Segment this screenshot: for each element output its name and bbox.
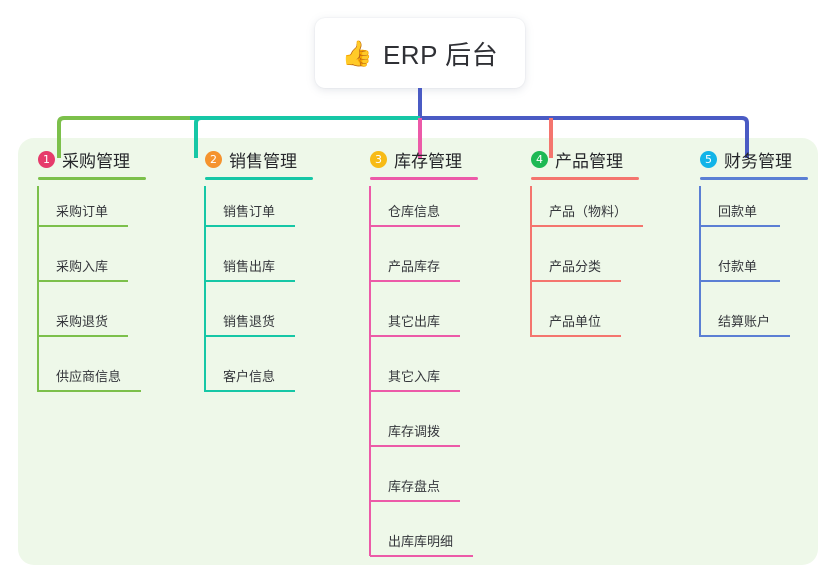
leaf-rule bbox=[370, 445, 460, 447]
thumbs-up-icon: 👍 bbox=[341, 38, 373, 68]
leaf-item[interactable]: 客户信息 bbox=[205, 366, 295, 392]
badge-number-1: 1 bbox=[38, 150, 55, 168]
leaf-label: 其它出库 bbox=[388, 314, 441, 329]
leaf-item[interactable]: 供应商信息 bbox=[38, 366, 141, 392]
branch-header-3[interactable]: 3 库存管理 bbox=[370, 146, 478, 172]
leaf-item[interactable]: 销售退货 bbox=[205, 311, 295, 337]
leaf-label: 产品单位 bbox=[549, 314, 602, 329]
leaf-rule bbox=[700, 225, 780, 227]
leaf-label: 销售出库 bbox=[223, 259, 276, 274]
leaf-rule bbox=[370, 500, 460, 502]
branch-header-4[interactable]: 4 产品管理 bbox=[531, 146, 639, 172]
branch-header-5[interactable]: 5 财务管理 bbox=[700, 146, 808, 172]
leaf-rule bbox=[38, 280, 128, 282]
leaf-rule bbox=[38, 225, 128, 227]
leaf-rule bbox=[205, 225, 295, 227]
leaf-item[interactable]: 回款单 bbox=[700, 201, 780, 227]
leaf-label: 其它入库 bbox=[388, 369, 441, 384]
leaf-item[interactable]: 产品（物料） bbox=[531, 201, 643, 227]
leaf-rule bbox=[38, 335, 128, 337]
badge-number-5: 5 bbox=[700, 150, 717, 168]
branch-title-5: 财务管理 bbox=[724, 151, 792, 171]
leaf-rule bbox=[205, 390, 295, 392]
leaf-item[interactable]: 付款单 bbox=[700, 256, 780, 282]
leaf-label: 产品分类 bbox=[549, 259, 602, 274]
branch-title-1: 采购管理 bbox=[62, 151, 130, 171]
branch-rule-1 bbox=[38, 177, 146, 180]
leaf-rule bbox=[370, 335, 460, 337]
leaf-item[interactable]: 库存调拨 bbox=[370, 421, 460, 447]
branch-rule-2 bbox=[205, 177, 313, 180]
leaf-item[interactable]: 其它入库 bbox=[370, 366, 460, 392]
leaf-label: 采购退货 bbox=[56, 314, 109, 329]
leaf-label: 销售退货 bbox=[223, 314, 276, 329]
leaf-rule bbox=[205, 280, 295, 282]
leaf-rule bbox=[370, 555, 473, 557]
badge-number-3: 3 bbox=[370, 150, 387, 168]
branch-title-3: 库存管理 bbox=[394, 151, 462, 171]
leaf-rule bbox=[700, 280, 780, 282]
leaf-label: 采购入库 bbox=[56, 259, 109, 274]
leaf-label: 回款单 bbox=[718, 204, 758, 219]
branch-rule-3 bbox=[370, 177, 478, 180]
leaf-label: 出库库明细 bbox=[388, 534, 454, 549]
leaf-item[interactable]: 仓库信息 bbox=[370, 201, 460, 227]
root-node-content: 👍 ERP 后台 bbox=[342, 35, 498, 72]
leaf-rule bbox=[531, 335, 621, 337]
leaf-item[interactable]: 采购入库 bbox=[38, 256, 128, 282]
leaf-label: 仓库信息 bbox=[388, 204, 441, 219]
leaf-rule bbox=[205, 335, 295, 337]
branch-header-1[interactable]: 1 采购管理 bbox=[38, 146, 146, 172]
root-node-title: ERP 后台 bbox=[382, 39, 499, 70]
leaf-item[interactable]: 采购退货 bbox=[38, 311, 128, 337]
branch-title-4: 产品管理 bbox=[555, 151, 623, 171]
leaf-label: 库存盘点 bbox=[388, 479, 441, 494]
branch-header-2[interactable]: 2 销售管理 bbox=[205, 146, 313, 172]
leaf-label: 结算账户 bbox=[718, 314, 771, 329]
leaf-label: 客户信息 bbox=[223, 369, 276, 384]
leaf-item[interactable]: 销售订单 bbox=[205, 201, 295, 227]
leaf-rule bbox=[370, 390, 460, 392]
leaf-rule bbox=[700, 335, 790, 337]
branch-column-2: 2 销售管理 销售订单 销售出库 销售退货 客户信息 bbox=[205, 146, 313, 392]
leaf-item[interactable]: 结算账户 bbox=[700, 311, 790, 337]
leaf-label: 库存调拨 bbox=[388, 424, 441, 439]
leaf-label: 销售订单 bbox=[223, 204, 276, 219]
leaf-item[interactable]: 采购订单 bbox=[38, 201, 128, 227]
branch-rule-4 bbox=[531, 177, 639, 180]
root-node-card[interactable]: 👍 ERP 后台 bbox=[315, 18, 525, 88]
leaf-label: 产品（物料） bbox=[549, 204, 628, 219]
branches-panel bbox=[18, 138, 818, 565]
leaf-item[interactable]: 库存盘点 bbox=[370, 476, 460, 502]
badge-number-4: 4 bbox=[531, 150, 548, 168]
leaf-rule bbox=[370, 225, 460, 227]
badge-number-2: 2 bbox=[205, 150, 222, 168]
leaf-rule bbox=[531, 225, 643, 227]
branch-column-5: 5 财务管理 回款单 付款单 结算账户 bbox=[700, 146, 808, 337]
leaf-rule bbox=[531, 280, 621, 282]
leaf-item[interactable]: 其它出库 bbox=[370, 311, 460, 337]
branch-column-3: 3 库存管理 仓库信息 产品库存 其它出库 其它入库 库存调拨 库存盘点 bbox=[370, 146, 478, 557]
leaf-label: 采购订单 bbox=[56, 204, 109, 219]
leaf-item[interactable]: 出库库明细 bbox=[370, 531, 473, 557]
leaf-label: 产品库存 bbox=[388, 259, 441, 274]
leaf-rule bbox=[38, 390, 141, 392]
leaf-rule bbox=[370, 280, 460, 282]
leaf-item[interactable]: 产品单位 bbox=[531, 311, 621, 337]
branch-column-1: 1 采购管理 采购订单 采购入库 采购退货 供应商信息 bbox=[38, 146, 146, 392]
leaf-item[interactable]: 产品分类 bbox=[531, 256, 621, 282]
branch-rule-5 bbox=[700, 177, 808, 180]
leaf-label: 付款单 bbox=[718, 259, 758, 274]
leaf-item[interactable]: 产品库存 bbox=[370, 256, 460, 282]
leaf-label: 供应商信息 bbox=[56, 369, 122, 384]
branch-title-2: 销售管理 bbox=[229, 151, 297, 171]
branch-column-4: 4 产品管理 产品（物料） 产品分类 产品单位 bbox=[531, 146, 643, 337]
leaf-item[interactable]: 销售出库 bbox=[205, 256, 295, 282]
